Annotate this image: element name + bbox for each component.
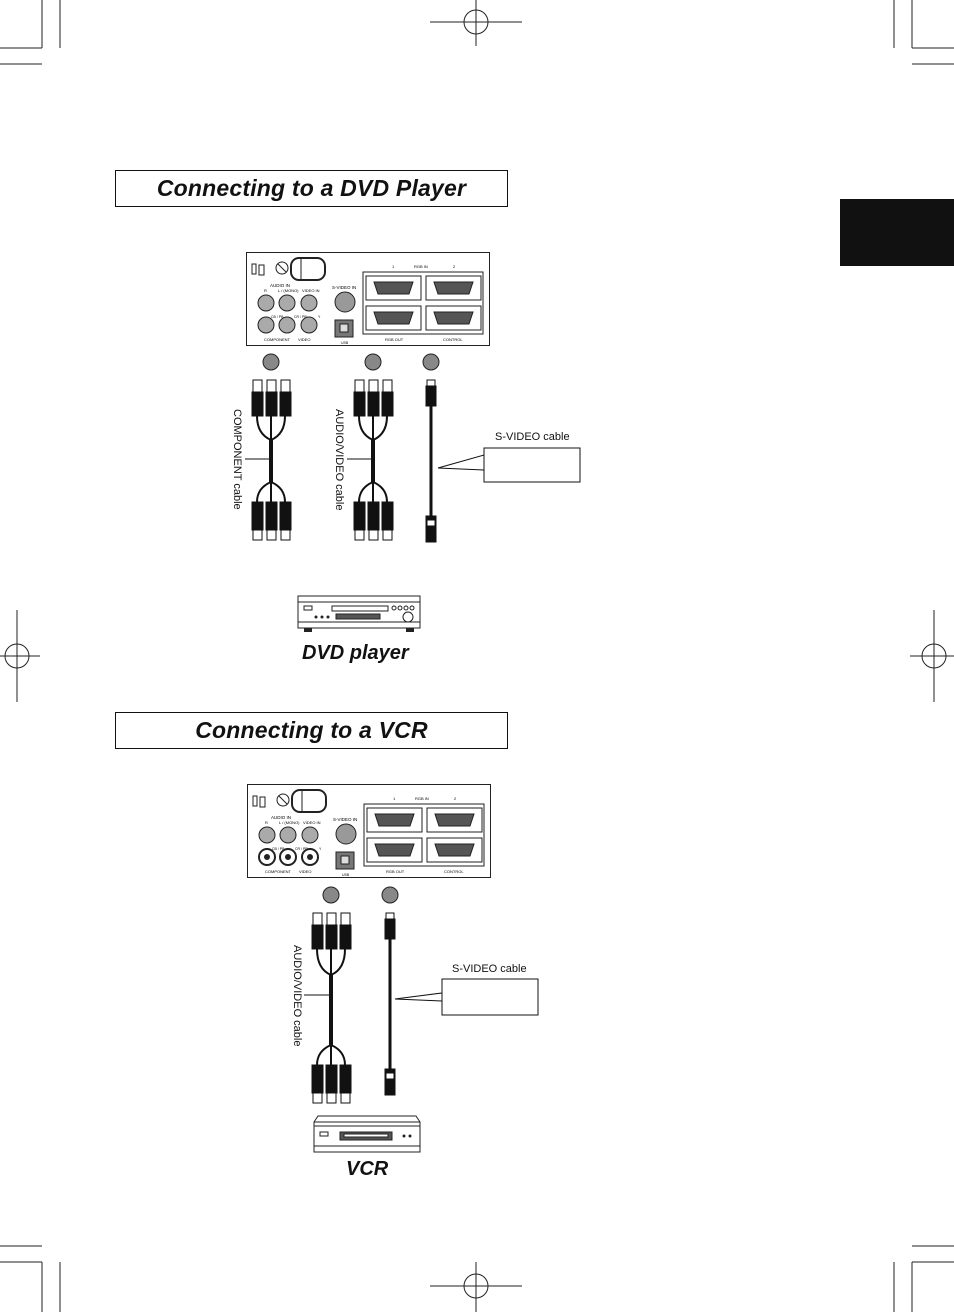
svg-text:1: 1 bbox=[393, 796, 396, 801]
svg-text:L / (MONO): L / (MONO) bbox=[278, 288, 299, 293]
svg-text:Y: Y bbox=[318, 315, 321, 319]
svg-text:RGB IN: RGB IN bbox=[414, 264, 428, 269]
audio-video-cable-label: AUDIO/VIDEO cable bbox=[333, 409, 345, 511]
audio-video-cable bbox=[347, 379, 394, 541]
s-video-cable bbox=[384, 912, 539, 1096]
section-title-vcr: Connecting to a VCR bbox=[115, 712, 508, 749]
vcr-label: VCR bbox=[346, 1158, 389, 1180]
svg-text:RGB OUT: RGB OUT bbox=[386, 869, 405, 874]
audio-video-cable bbox=[304, 912, 352, 1104]
svg-text:2: 2 bbox=[453, 264, 456, 269]
audio-video-cable-label: AUDIO/VIDEO cable bbox=[291, 945, 303, 1047]
svg-text:VIDEO IN: VIDEO IN bbox=[303, 820, 321, 825]
svg-text:S-VIDEO IN: S-VIDEO IN bbox=[333, 817, 357, 822]
svg-text:RGB OUT: RGB OUT bbox=[385, 337, 404, 342]
svg-text:R: R bbox=[264, 288, 267, 293]
svg-text:CB / PB: CB / PB bbox=[271, 315, 284, 319]
component-cable-label: COMPONENT cable bbox=[231, 409, 243, 510]
svg-text:2: 2 bbox=[454, 796, 457, 801]
svg-text:VIDEO IN: VIDEO IN bbox=[302, 288, 320, 293]
cable-diagram-dvd bbox=[245, 353, 581, 543]
svg-text:CONTROL: CONTROL bbox=[443, 337, 463, 342]
svg-text:CONTROL: CONTROL bbox=[444, 869, 464, 874]
svg-text:CR / PR: CR / PR bbox=[295, 847, 308, 851]
s-video-callout-label: S-VIDEO cable bbox=[452, 963, 527, 975]
s-video-cable bbox=[425, 379, 581, 543]
svg-text:COMPONENT: COMPONENT bbox=[265, 869, 292, 874]
svg-text:S-VIDEO IN: S-VIDEO IN bbox=[332, 285, 356, 290]
svg-text:VIDEO: VIDEO bbox=[298, 337, 310, 342]
svg-text:AUDIO IN: AUDIO IN bbox=[270, 283, 290, 288]
component-cable bbox=[245, 379, 292, 541]
svg-text:USB: USB bbox=[342, 873, 350, 877]
cable-diagram-vcr bbox=[304, 886, 539, 1104]
vcr-illustration bbox=[313, 1115, 421, 1153]
dvd-player-label: DVD player bbox=[302, 642, 409, 664]
svg-text:L / (MONO): L / (MONO) bbox=[279, 820, 300, 825]
svg-text:R: R bbox=[265, 820, 268, 825]
chapter-tab bbox=[840, 199, 954, 266]
svg-text:CR / PR: CR / PR bbox=[294, 315, 307, 319]
svg-text:CB / PB: CB / PB bbox=[272, 847, 285, 851]
svg-text:RGB IN: RGB IN bbox=[415, 796, 429, 801]
svg-text:USB: USB bbox=[341, 341, 349, 345]
section-title-dvd: Connecting to a DVD Player bbox=[115, 170, 508, 207]
s-video-callout-label: S-VIDEO cable bbox=[495, 431, 570, 443]
svg-text:AUDIO IN: AUDIO IN bbox=[271, 815, 291, 820]
svg-text:1: 1 bbox=[392, 264, 395, 269]
svg-text:COMPONENT: COMPONENT bbox=[264, 337, 291, 342]
projector-rear-panel: AUDIO IN R L / (MONO) VIDEO IN CB / PB C… bbox=[247, 784, 491, 878]
svg-text:Y: Y bbox=[319, 847, 322, 851]
dvd-player-illustration bbox=[297, 595, 421, 632]
projector-rear-panel: AUDIO IN R L / (MONO) VIDEO IN CB / PB C… bbox=[246, 252, 490, 346]
svg-text:VIDEO: VIDEO bbox=[299, 869, 311, 874]
